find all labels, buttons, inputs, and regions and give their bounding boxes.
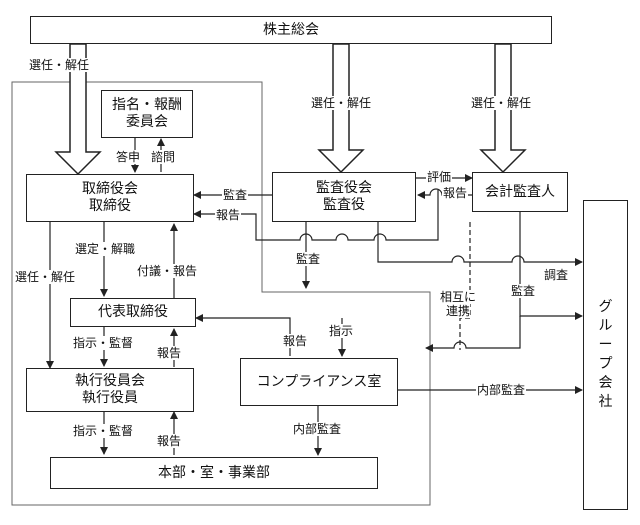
shareholders-meeting-label: 株主総会: [263, 21, 319, 38]
nomination-committee-line2: 委員会: [126, 114, 168, 130]
group-char-5: 会: [598, 375, 613, 391]
label-elect-dismiss-left: 選任・解任: [28, 58, 91, 72]
label-audit-down: 監査: [295, 252, 322, 266]
group-char-6: 社: [598, 394, 613, 410]
compliance-office-label: コンプライアンス室: [256, 373, 382, 390]
company-boundary: [11, 81, 431, 506]
executive-board-box: 執行役員会 執行役員: [26, 368, 194, 412]
representative-director-box: 代表取締役: [70, 298, 196, 327]
board-line2: 取締役: [89, 198, 131, 214]
label-internal-audit-div: 内部監査: [292, 422, 343, 436]
board-box: 取締役会 取締役: [26, 174, 194, 222]
representative-director-label: 代表取締役: [98, 304, 168, 320]
label-elect-dismiss-exec: 選任・解任: [14, 270, 77, 284]
label-report-to-audit: 報告: [215, 208, 242, 222]
accounting-auditor-box: 会計監査人: [472, 172, 568, 212]
divisions-label: 本部・室・事業部: [158, 464, 270, 481]
group-char-4: プ: [598, 356, 613, 372]
nomination-committee-line1: 指名・報酬: [112, 97, 182, 113]
label-mutual-link-1: 相互に: [440, 290, 477, 304]
audit-board-line1: 監査役会: [316, 180, 372, 196]
label-internal-audit-group: 内部監査: [476, 383, 527, 397]
label-report-div: 報告: [156, 434, 183, 448]
label-accounting-audit: 監査: [510, 284, 537, 298]
label-elect-dismiss-accounting: 選任・解任: [470, 96, 533, 110]
nomination-committee-box: 指名・報酬 委員会: [101, 90, 193, 138]
group-char-2: ル: [598, 318, 613, 334]
label-report-exec: 報告: [156, 346, 183, 360]
group-char-3: ー: [598, 337, 613, 353]
accounting-auditor-label: 会計監査人: [485, 183, 555, 200]
board-line1: 取締役会: [82, 181, 138, 197]
executive-board-line1: 執行役員会: [75, 373, 145, 389]
label-audit-to-board: 監査: [222, 188, 249, 202]
group-char-1: グ: [598, 299, 613, 315]
label-elect-dismiss-audit: 選任・解任: [310, 96, 373, 110]
shareholders-meeting-box: 株主総会: [30, 16, 552, 44]
label-instruct-supervise-1: 指示・監督: [72, 336, 135, 350]
audit-board-line2: 監査役: [323, 197, 365, 213]
executive-board-line2: 執行役員: [82, 390, 138, 406]
label-select-dismiss-rep: 選定・解職: [74, 242, 137, 256]
label-report-comp: 報告: [282, 334, 309, 348]
label-submit-report: 付議・報告: [136, 264, 199, 278]
label-instruct-supervise-2: 指示・監督: [72, 424, 135, 438]
label-investigation: 調査: [543, 268, 570, 282]
divisions-box: 本部・室・事業部: [50, 457, 378, 489]
group-companies-box: グ ル ー プ 会 社: [583, 200, 628, 510]
label-consult: 諮問: [150, 150, 177, 164]
label-mutual-link-2: 連携: [446, 304, 471, 318]
audit-board-box: 監査役会 監査役: [272, 172, 416, 222]
label-report-from-accounting: 報告: [442, 186, 469, 200]
label-evaluation: 評価: [426, 170, 453, 184]
label-instruction: 指示: [328, 324, 355, 338]
compliance-office-box: コンプライアンス室: [240, 358, 398, 406]
label-report-answer: 答申: [115, 150, 142, 164]
